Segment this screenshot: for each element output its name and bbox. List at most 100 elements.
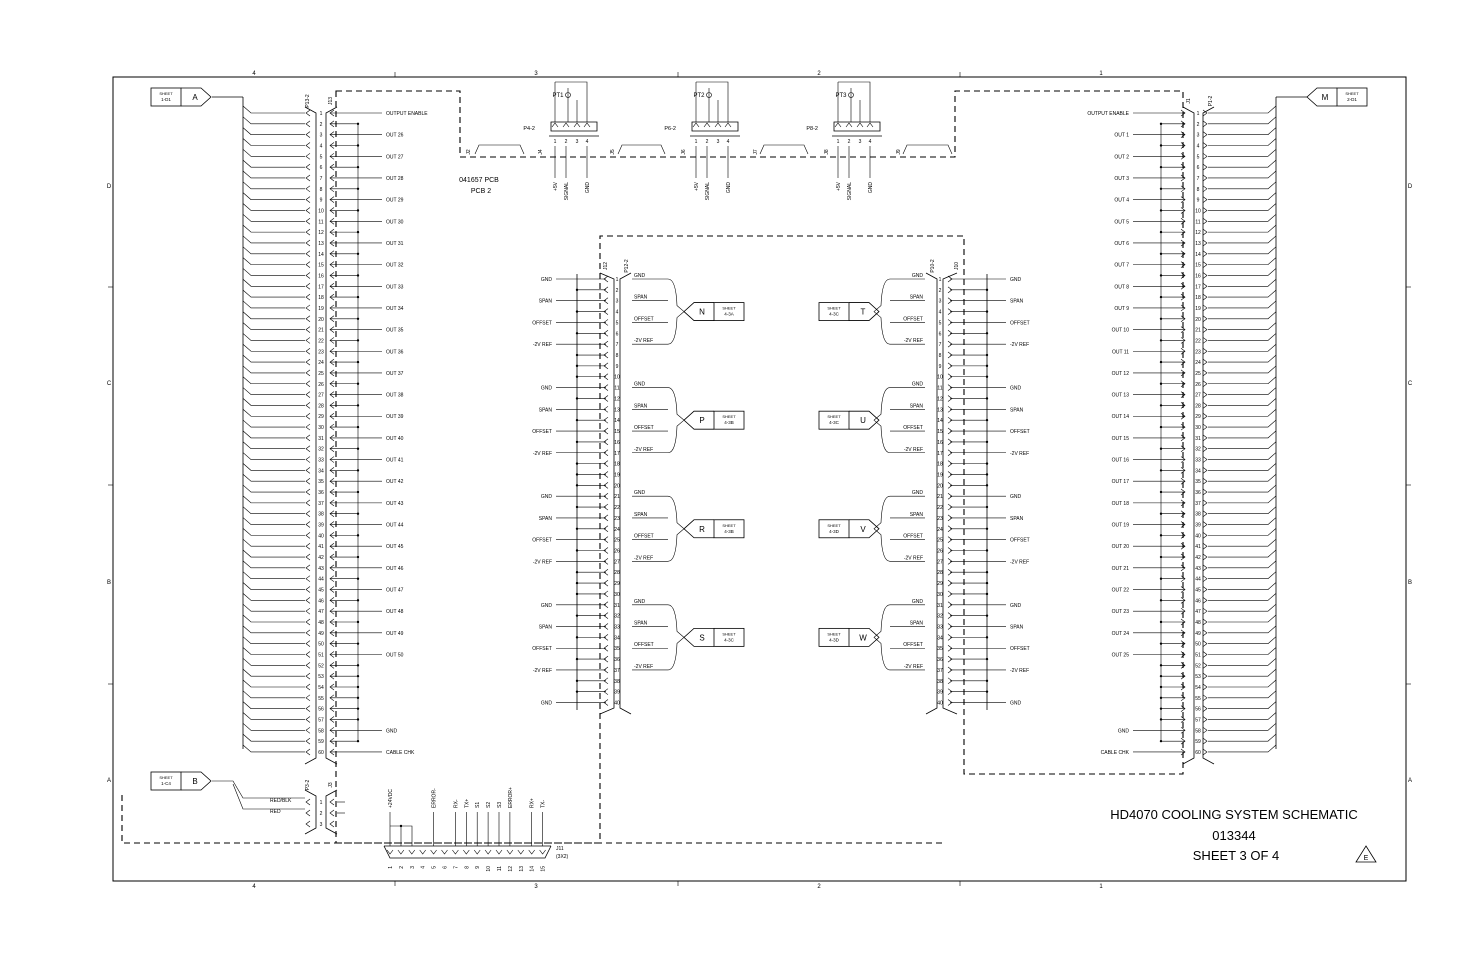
revision-letter: E [1364,855,1369,862]
group-signal-label: GND [634,599,646,605]
offsheet-sheet-box [818,410,850,430]
pin-number: 49 [1195,631,1201,637]
sensor-pin-number: 1 [837,139,840,145]
offsheet-letter-t: T [861,308,866,317]
pin-number: 24 [318,360,324,366]
junction-dot [985,581,989,585]
pin-chevron [724,122,732,128]
pin-chevron [1202,402,1208,409]
zone-letter-right: D [1408,184,1413,190]
pin-chevron [1202,239,1208,247]
pin-number: 55 [318,696,324,702]
offsheet-arrow [181,87,212,107]
pin-number: 12 [1195,230,1201,236]
pin-chevron [305,218,311,225]
pin-number: 9 [616,364,619,370]
pin-number: 25 [1195,371,1201,377]
signal-label: -2V REF [1010,668,1029,674]
signal-label: OUT 3 [1114,176,1129,182]
pin-chevron [305,423,311,431]
pin-chevron [305,716,311,723]
offsheet-sheet-ref: 4-3C [829,312,840,317]
pin-chevron [517,849,525,855]
pin-chevron [305,228,311,236]
pin-number: 31 [318,436,324,442]
pin-number: 11 [614,386,619,392]
pin-number: 21 [318,328,324,334]
pin-chevron [1202,109,1208,117]
offsheet-letter-m: M [1322,93,1329,102]
pin-number: 39 [318,523,324,529]
comm-pin-number: 14 [530,866,536,872]
pin-number: 41 [318,544,324,550]
pin-chevron [1202,737,1208,745]
group-signal-label: OFFSET [903,425,923,431]
wire-fan-line [242,506,305,515]
pin-number: 9 [939,364,942,370]
junction-dot [985,462,989,465]
signal-label: OUT 49 [386,631,404,637]
comm-signal-label: TX+ [464,799,470,808]
pin-number: 10 [937,375,943,381]
pin-chevron [1202,185,1208,193]
wire-fan-line [1208,224,1277,233]
pin-chevron [573,122,581,128]
signal-label: OUT 30 [386,219,404,225]
pin-number: 29 [318,414,324,420]
pin-chevron [856,122,864,128]
wire-fan-line [242,484,305,493]
pin-number: 32 [1195,447,1201,453]
offsheet-letter-b: B [192,777,197,786]
group-signal-label: SPAN [910,621,924,627]
offsheet-sheet-label: SHEET [722,631,736,636]
wire-fan-line [1208,506,1277,515]
wire-fan-line [1208,571,1277,579]
pin-number: 58 [1195,728,1201,734]
connector-plug-id: P12-2 [624,259,630,273]
connector-jack-id: J1 [1186,98,1192,104]
pin-number: 43 [1195,566,1201,572]
pin-chevron [305,737,311,745]
junction-dot [985,690,989,693]
wire-fan-line [242,116,305,125]
offsheet-sheet-box [713,302,745,321]
sensor-wire [838,81,871,122]
wire-fan-line [242,159,305,168]
pin-number: 19 [318,306,324,312]
junction-dot [575,657,579,661]
offsheet-sheet-ref: 4-3D [829,637,840,642]
pin-chevron [1202,521,1208,528]
offsheet-letter-w: W [859,633,867,642]
pin-number: 35 [318,479,324,485]
pin-number: 36 [318,490,324,496]
pin-number: 2 [939,288,942,294]
pin-number: 23 [318,349,324,355]
connector-jack-body [325,789,338,835]
offsheet-sheet-label: SHEET [159,91,173,96]
pin-number: 7 [1197,176,1200,182]
signal-label: GND [1010,603,1022,609]
sensor-pin-number: 4 [586,139,589,145]
pin-number: 4 [320,143,323,149]
pin-number: 6 [1197,165,1200,171]
sensor-signal-label: GND [726,182,732,194]
pin-number: 32 [937,614,943,620]
pin-chevron [1202,413,1208,420]
group-signal-label: SPAN [634,512,648,518]
wire-fan-line [1208,668,1277,677]
pin-chevron [463,849,470,855]
comm-signal-label: S2 [486,802,492,808]
pin-chevron [1202,163,1208,171]
pin-number: 27 [318,393,324,399]
signal-label: OUT 25 [1112,653,1130,659]
pin-chevron [703,122,711,128]
pin-chevron [329,809,335,817]
pin-number: 56 [318,707,324,713]
signal-label: OUT 40 [386,436,404,442]
signal-label: OUT 16 [1112,458,1130,464]
wire-fan-line [1208,744,1277,753]
group-signal-label: SPAN [910,403,924,409]
pin-number: 30 [614,592,620,598]
offsheet-sheet-ref: 1-D1 [161,97,171,102]
wire-fan-line [1208,235,1277,244]
